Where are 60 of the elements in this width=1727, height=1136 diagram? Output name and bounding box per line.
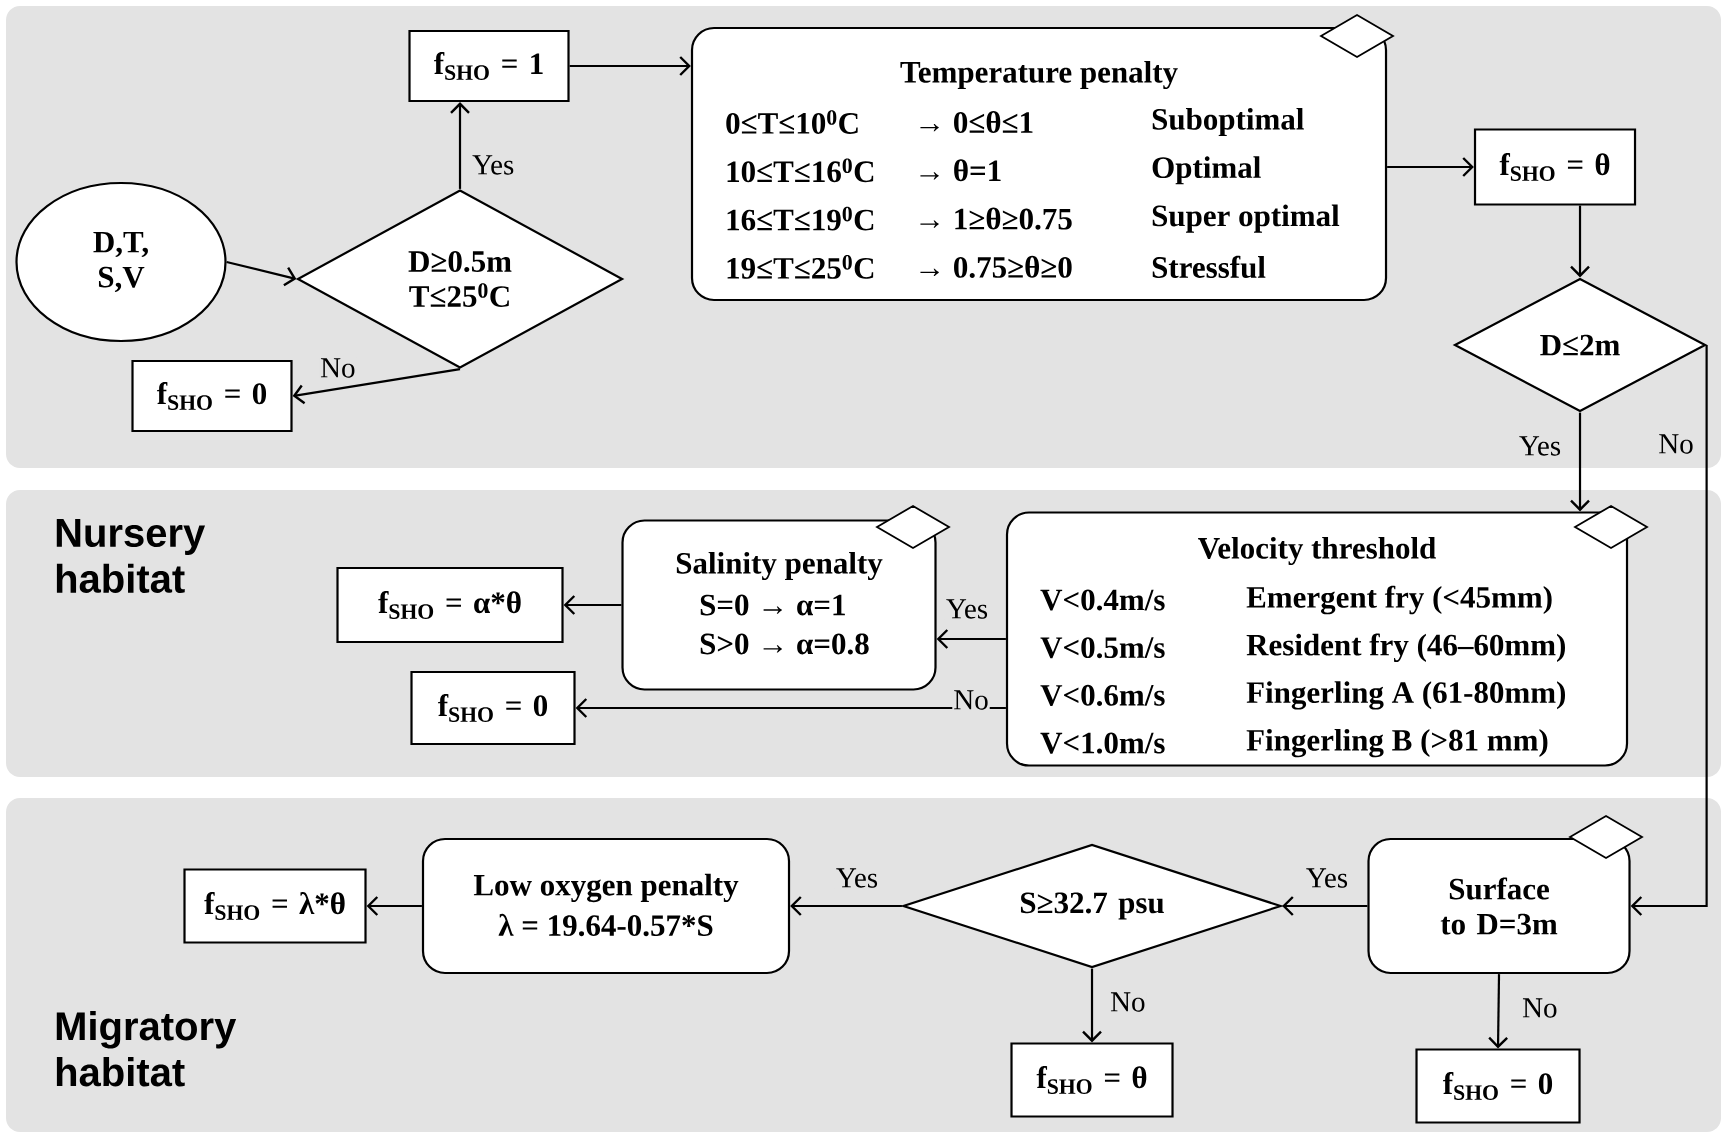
process-box: Surface to D=3m	[1367, 837, 1631, 975]
result-box: f$_{SHO}$ = 0	[131, 359, 293, 433]
edge-label: Yes	[1517, 435, 1563, 457]
node-label: Temperature penalty	[900, 60, 1178, 90]
arrow	[563, 595, 622, 615]
result-box: f$_{SHO}$ = θ	[1010, 1042, 1174, 1118]
node-label: Fingerling B (>81 mm)	[1246, 728, 1548, 758]
node-label: V<1.0m/s	[1040, 732, 1165, 754]
result-box: f$_{SHO}$ = λ*θ	[183, 868, 367, 944]
node-label: → θ=1	[920, 159, 1001, 182]
arrow	[569, 56, 691, 76]
result-box: f$_{SHO}$ = 0	[1415, 1048, 1581, 1124]
node-label: V<0.6m/s	[1040, 684, 1165, 706]
node-label: V<0.5m/s	[1040, 637, 1165, 659]
node-label: 0≤T≤10$^{0}$C	[726, 110, 858, 134]
edge-label: Yes	[471, 154, 516, 176]
node-label: Velocity threshold	[1198, 536, 1436, 566]
penalty-box: Low oxygen penalty λ = 19.64-0.57*S	[421, 837, 791, 975]
node-label: 16≤T≤19$^{0}$C	[727, 206, 874, 231]
arrow	[575, 698, 1006, 718]
edge-label: No	[952, 689, 990, 711]
node-label: Resident fry (46–60mm)	[1246, 633, 1566, 662]
arrow	[790, 896, 902, 916]
node-label: Super optimal	[1152, 204, 1340, 233]
node-label: 19≤T≤25$^{0}$C	[727, 255, 874, 279]
node-label: → 0≤θ≤1	[920, 111, 1033, 133]
edge-label: No	[1657, 433, 1695, 455]
arrow	[1488, 974, 1508, 1049]
arrow	[366, 896, 422, 916]
result-box: f$_{SHO}$ = α*θ	[336, 566, 564, 644]
arrow	[1282, 896, 1368, 916]
arrow	[450, 102, 470, 189]
node-label: → 1≥θ≥0.75	[920, 207, 1072, 230]
result-box: f$_{SHO}$ = 0	[410, 670, 576, 746]
node-label: Fingerling A (61-80mm)	[1246, 681, 1566, 710]
node-label: → 0.75≥θ≥0	[920, 255, 1072, 278]
arrow	[1387, 157, 1474, 177]
node-label: V<0.4m/s	[1040, 589, 1165, 611]
arrow	[1082, 968, 1102, 1043]
node-label: 10≤T≤16$^{0}$C	[727, 158, 874, 183]
result-box: f$_{SHO}$ = θ	[1473, 128, 1637, 206]
node-label: Emergent fry (<45mm)	[1246, 585, 1552, 615]
penalty-box: Salinity penalty S=0 → α=1 S>0 → α=0.8	[621, 519, 937, 691]
result-box: f$_{SHO}$ = 1	[408, 29, 570, 103]
penalty-table-box: Temperature penalty 0≤T≤10$^{0}$C → 0≤θ≤1 Suboptimal 10≤T≤16$^{0}$C → θ=1 Optimal 16≤T≤19$^{0}$C → 1≥θ≥0.75 Super optimal 19≤T≤25$^{0}$C → 0.75≥θ≥0 Stressful	[690, 26, 1388, 302]
edge-label: Yes	[834, 867, 880, 889]
edge-label: Yes	[944, 598, 990, 620]
edge-label: No	[1109, 991, 1147, 1013]
edge-label: No	[1521, 997, 1559, 1019]
arrow	[1570, 205, 1590, 278]
arrow	[936, 629, 1006, 649]
arrow	[1570, 412, 1590, 512]
arrow	[226, 260, 297, 287]
arrow	[1630, 345, 1708, 916]
node-label: Stressful	[1152, 255, 1266, 279]
node-label: Optimal	[1152, 156, 1261, 185]
arrow	[292, 368, 461, 405]
edge-label: Yes	[1304, 867, 1350, 889]
threshold-table-box: Velocity threshold V<0.4m/s Emergent fry (<45mm) V<0.5m/s Resident fry (46–60mm) V<0.6m/s Fingerling A (61-80mm) V<1.0m/s Fingerling B (>81 mm)	[1005, 511, 1629, 767]
node-label: Suboptimal	[1152, 107, 1304, 137]
